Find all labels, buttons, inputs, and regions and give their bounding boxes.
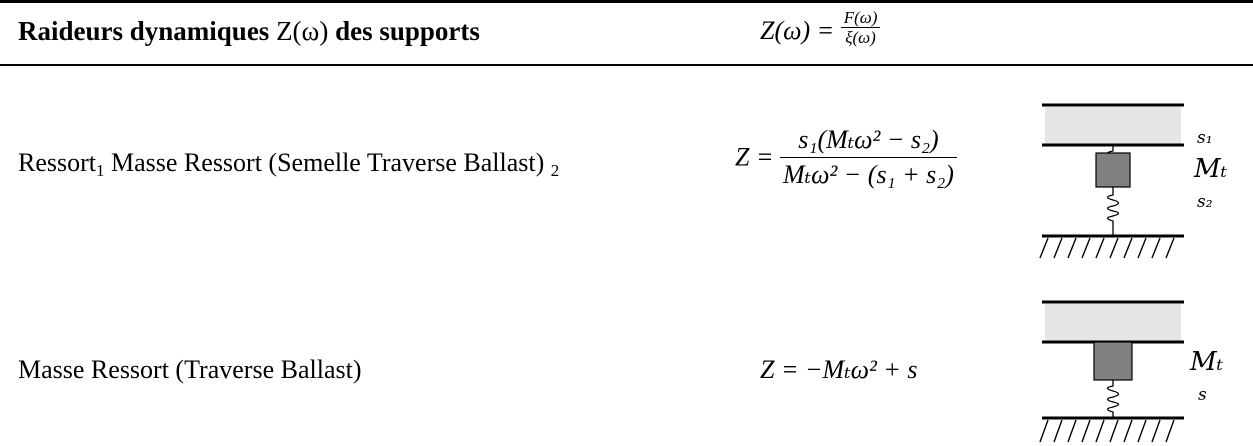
- row1-label-mass: Mₜ: [1193, 154, 1228, 184]
- row1-label-part1: Ressort: [18, 148, 96, 177]
- row1-formula-lhs: Z =: [735, 142, 774, 172]
- header-formula-lhs: Z(ω) =: [760, 16, 835, 45]
- row2-mass-block: [1093, 341, 1133, 381]
- header-formula-numerator: F(ω): [843, 8, 878, 27]
- top-rule: [0, 0, 1253, 3]
- row1-ground-hatch: [1039, 237, 1175, 259]
- header-formula-denominator: ξ(ω): [845, 28, 876, 47]
- row2-ground-hatch: [1039, 419, 1175, 443]
- row1-formula: Z = s₁(Mₜω² − s₂) Mₜω² − (s₁ + s₂): [735, 123, 957, 192]
- row2-spring-icon: [1106, 380, 1120, 417]
- row1-formula-denominator: Mₜω² − (s₁ + s₂): [783, 160, 954, 189]
- row2-support-diagram: Mₜ s: [1039, 300, 1224, 443]
- row1-label-s1: s₁: [1197, 128, 1213, 148]
- row1-formula-numerator: s₁(Mₜω² − s₂): [798, 125, 939, 154]
- row1-label: Ressort1 Masse Ressort (Semelle Traverse…: [18, 148, 559, 181]
- row1-label-sub1: 1: [96, 161, 105, 180]
- row1-label-s2: s₂: [1197, 192, 1213, 212]
- table-header-title: Raideurs dynamiques Z(ω) des supports: [18, 16, 480, 47]
- header-formula-fraction: F(ω) ξ(ω): [840, 8, 881, 47]
- row1-support-diagram: s₁ Mₜ s₂: [1039, 103, 1228, 259]
- row2-label-mass: Mₜ: [1189, 347, 1224, 377]
- row2-top-plate: [1045, 304, 1181, 342]
- row1-mass-block: [1095, 152, 1131, 188]
- row1-top-plate: [1045, 107, 1181, 145]
- header-rule: [0, 64, 1253, 66]
- header-title-suffix: des supports: [335, 16, 480, 46]
- header-formula: Z(ω) = F(ω) ξ(ω): [760, 8, 881, 47]
- row2-formula: Z = −Mₜω² + s: [760, 355, 918, 384]
- row1-lower-spring-icon: [1106, 187, 1120, 235]
- header-title-text: Raideurs dynamiques: [18, 16, 270, 46]
- row1-formula-fraction: s₁(Mₜω² − s₂) Mₜω² − (s₁ + s₂): [780, 123, 957, 192]
- row1-label-sub2: 2: [550, 161, 560, 180]
- row2-label: Masse Ressort (Traverse Ballast): [18, 355, 362, 384]
- row2-label-s: s: [1198, 385, 1207, 405]
- header-title-symbol: Z(ω): [276, 16, 329, 46]
- row1-label-part2: Masse Ressort (Semelle Traverse Ballast): [111, 148, 545, 177]
